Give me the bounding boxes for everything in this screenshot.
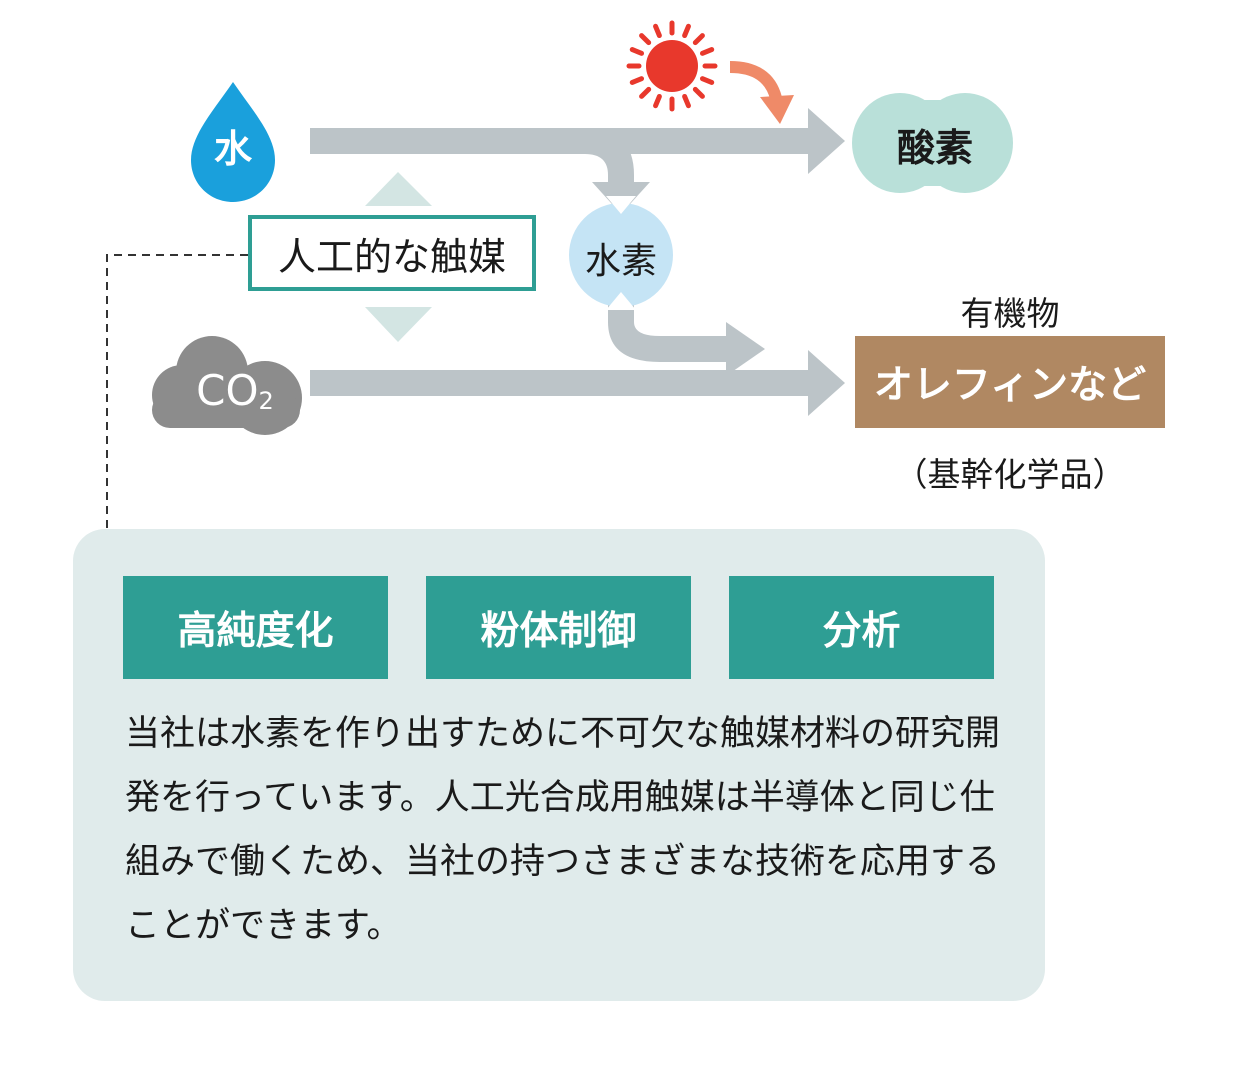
water-to-oxygen-arrow-icon (310, 108, 845, 174)
dashed-connector (106, 254, 248, 531)
sun-ray (682, 23, 691, 39)
co2-text: CO (196, 366, 259, 415)
tech-high-purity: 高純度化 (123, 576, 388, 679)
catalyst-label: 人工的な触媒 (277, 234, 506, 279)
technology-panel: 高純度化 粉体制御 分析 当社は水素を作り出すために不可欠な触媒材料の研究開発を… (73, 529, 1045, 1001)
olefin-box: オレフィンなど (855, 336, 1165, 428)
sun-icon (626, 20, 718, 112)
sun-ray (639, 33, 652, 46)
sun-ray (692, 86, 705, 99)
sun-ray (639, 86, 652, 99)
sun-ray (653, 93, 662, 109)
technology-description: 当社は水素を作り出すために不可欠な触媒材料の研究開発を行っています。人工光合成用… (125, 714, 1001, 946)
water-drop-icon (191, 82, 275, 202)
sun-ray (629, 47, 645, 56)
olefin-label: オレフィンなど (873, 363, 1147, 408)
sun-ray (653, 23, 662, 39)
sun-arrow-icon (729, 61, 794, 124)
hydrogen-label: 水素 (584, 241, 657, 282)
oxygen-label: 酸素 (896, 126, 973, 170)
organic-label: 有機物 (960, 294, 1060, 333)
catalyst-up-triangle-icon (365, 172, 432, 206)
basic-chemicals-label: （基幹化学品） (894, 455, 1126, 494)
hydrogen-to-olefin-arrow-icon (608, 290, 765, 376)
catalyst-down-triangle-icon (365, 307, 432, 342)
hydrogen-circle-icon (569, 196, 673, 310)
sun-ray (692, 33, 705, 46)
water-label: 水 (213, 127, 252, 171)
tech-powder-control: 粉体制御 (426, 576, 691, 679)
tech-analysis: 分析 (729, 576, 994, 679)
co2-subscript: 2 (258, 387, 274, 415)
sun-ray (629, 76, 645, 85)
oxygen-cloud-icon (852, 93, 1013, 193)
catalyst-box: 人工的な触媒 (248, 215, 536, 291)
cloud-icon (152, 336, 302, 435)
sun-ray (699, 47, 715, 56)
sun-ray (682, 93, 691, 109)
sun-ray (699, 76, 715, 85)
co2-label: CO2 (180, 366, 290, 415)
co2-to-olefin-arrow-icon (310, 350, 845, 416)
